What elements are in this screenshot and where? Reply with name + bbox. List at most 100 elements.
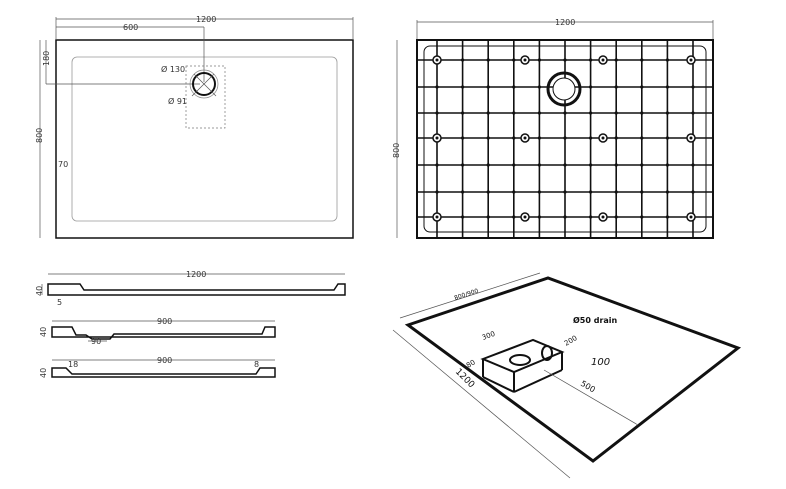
rib bbox=[601, 215, 605, 219]
rib bbox=[640, 136, 644, 140]
rib bbox=[435, 190, 439, 194]
rib bbox=[512, 215, 516, 219]
border-dimension: 70 bbox=[58, 160, 68, 169]
rib bbox=[461, 58, 465, 62]
rib bbox=[589, 58, 593, 62]
rib bbox=[614, 136, 618, 140]
rib bbox=[640, 190, 644, 194]
rib bbox=[523, 136, 527, 140]
rib bbox=[689, 215, 693, 219]
rib bbox=[563, 58, 567, 62]
rib bbox=[435, 85, 439, 89]
rib bbox=[665, 85, 670, 89]
rib bbox=[614, 85, 618, 89]
rib bbox=[640, 111, 644, 115]
rib bbox=[512, 136, 516, 140]
rib bbox=[486, 58, 490, 62]
rib bbox=[523, 58, 527, 62]
drain-offset-dimension: 180 bbox=[42, 51, 51, 66]
width-dimension: 1200 bbox=[196, 15, 216, 24]
rib bbox=[614, 190, 618, 194]
rib bbox=[691, 85, 695, 89]
rib bbox=[589, 163, 593, 167]
rib bbox=[665, 215, 670, 219]
half-width-dimension: 600 bbox=[123, 23, 138, 32]
short-section-a-length: 900 bbox=[157, 317, 172, 326]
long-section-height: 40 bbox=[35, 286, 44, 296]
rib bbox=[537, 190, 542, 194]
rib bbox=[461, 163, 465, 167]
long-section-profile bbox=[47, 283, 346, 296]
short-section-a-profile bbox=[51, 326, 276, 340]
long-section-length: 1200 bbox=[186, 270, 206, 279]
rib bbox=[563, 215, 567, 219]
rib bbox=[665, 136, 670, 140]
rib bbox=[435, 215, 439, 219]
rib bbox=[665, 190, 670, 194]
rib bbox=[512, 111, 516, 115]
depth-dimension: 800 bbox=[35, 128, 44, 143]
rib bbox=[640, 215, 644, 219]
rib bbox=[461, 190, 465, 194]
underside-view: 1200 800 bbox=[392, 18, 714, 239]
rib bbox=[537, 163, 542, 167]
short-section-b-profile bbox=[51, 367, 276, 378]
rib bbox=[486, 215, 490, 219]
box-length-dimension: 300 bbox=[481, 330, 496, 342]
rib bbox=[563, 136, 567, 140]
drain-label: Ø50 drain bbox=[573, 315, 618, 325]
iso-length-dimension: 1200 bbox=[453, 367, 476, 390]
rib bbox=[486, 136, 490, 140]
rib bbox=[435, 136, 439, 140]
rib bbox=[461, 215, 465, 219]
top-view: 1200 600 800 180 70 Ø 130 Ø 91 bbox=[35, 15, 354, 239]
rib bbox=[461, 136, 465, 140]
edge-dimension: 80 bbox=[465, 358, 477, 369]
drain-box-outline bbox=[185, 65, 226, 129]
rib bbox=[512, 163, 516, 167]
inner-diameter-label: Ø 91 bbox=[168, 96, 187, 106]
rib bbox=[691, 111, 695, 115]
rib bbox=[537, 85, 542, 89]
short-section-a-drain: 90 bbox=[91, 337, 101, 346]
rib bbox=[435, 58, 439, 62]
box-height-dimension: 100 bbox=[591, 357, 610, 368]
rib bbox=[512, 58, 516, 62]
box-width-dimension: 200 bbox=[563, 334, 579, 348]
rib bbox=[614, 58, 618, 62]
rib bbox=[537, 215, 542, 219]
rib bbox=[461, 111, 465, 115]
underside-depth-dimension: 800 bbox=[392, 143, 401, 158]
rib-grid bbox=[417, 40, 713, 238]
rib bbox=[640, 85, 644, 89]
rib bbox=[640, 163, 644, 167]
tray-iso-outline bbox=[404, 276, 742, 463]
tray-outline bbox=[55, 39, 354, 239]
rib bbox=[512, 190, 516, 194]
rib bbox=[486, 85, 490, 89]
rib bbox=[486, 163, 490, 167]
rib bbox=[435, 163, 439, 167]
long-section-lip: 5 bbox=[57, 298, 62, 307]
rib bbox=[486, 111, 490, 115]
rib bbox=[486, 190, 490, 194]
rib bbox=[601, 58, 605, 62]
rib bbox=[523, 215, 527, 219]
drain-box bbox=[480, 338, 565, 393]
drain-outlet-icon bbox=[546, 71, 582, 107]
short-section-b-left: 18 bbox=[68, 360, 78, 369]
rib bbox=[537, 136, 542, 140]
rib bbox=[563, 190, 567, 194]
rib bbox=[691, 190, 695, 194]
rib bbox=[689, 58, 693, 62]
short-section-b-height: 40 bbox=[39, 368, 48, 378]
rib bbox=[601, 136, 605, 140]
rib bbox=[589, 85, 593, 89]
rib bbox=[614, 215, 618, 219]
rib bbox=[537, 58, 542, 62]
iso-width-dimension: 800/900 bbox=[453, 287, 479, 301]
rib bbox=[461, 85, 465, 89]
rib bbox=[589, 190, 593, 194]
isometric-view: 800/900 1200 300 200 100 80 500 Ø50 drai… bbox=[392, 272, 742, 479]
